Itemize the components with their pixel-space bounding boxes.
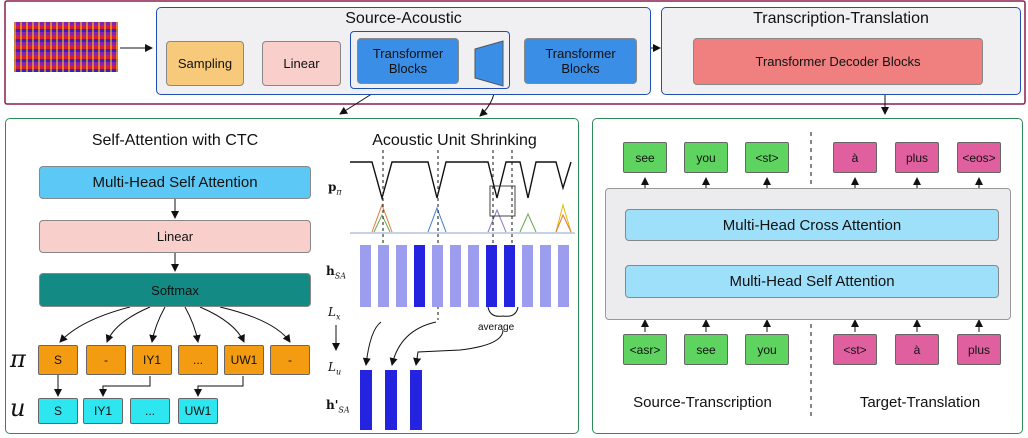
lx-label: Lx [328,305,340,321]
shrunk-bar-1 [360,370,372,430]
in-src-token-1: <asr> [623,334,667,365]
shrunk-bar-3 [410,370,422,430]
in-tgt-token-1: <st> [833,334,877,365]
h-sa-sub: SA [334,271,346,281]
h-prime-main: h' [326,398,339,412]
in-src-token-2: see [684,334,728,365]
u-token-1: S [38,398,78,424]
ctc-linear-block: Linear [39,220,311,253]
hidden-state-bar [468,245,479,307]
spectrogram-image [14,22,118,72]
softmax-block: Softmax [39,273,311,307]
lx-main: L [328,305,336,319]
hidden-state-bar [378,245,389,307]
lx-sub: x [335,312,341,322]
h-prime-sub: SA [338,405,350,415]
pi-token-3: IY1 [132,345,172,375]
transformer-blocks-2: Transformer Blocks [524,38,637,84]
u-token-2: IY1 [83,398,123,424]
lu-main: L [328,360,336,374]
pi-token-1: S [38,345,78,375]
hidden-state-bar [486,245,497,307]
h-prime-label: h'SA [326,398,350,414]
decoder-grey-box [605,188,1011,320]
hidden-state-bar [432,245,443,307]
in-src-token-3: you [745,334,789,365]
out-tgt-token-2: plus [895,142,939,173]
linear-block: Linear [262,41,341,86]
p-pi-main: p [328,180,337,194]
transformer-blocks-1: Transformer Blocks [357,38,459,84]
p-pi-label: pπ [328,180,342,196]
hidden-state-bar [504,245,515,307]
target-translation-label: Target-Translation [859,394,981,411]
transformer-group-outline [350,31,510,89]
pi-symbol: π [10,345,26,373]
u-token-4: UW1 [178,398,218,424]
ctc-shrinking-panel [5,118,579,434]
transformer-decoder-block: Transformer Decoder Blocks [693,38,983,85]
hidden-state-bar [522,245,533,307]
hidden-state-bar [540,245,551,307]
decoder-panel [592,118,1023,434]
out-tgt-token-3: <eos> [957,142,1001,173]
pi-token-5: UW1 [224,345,264,375]
ctc-title: Self-Attention with CTC [91,132,259,149]
hidden-state-bar [396,245,407,307]
out-src-token-1: see [623,142,667,173]
sampling-block: Sampling [166,41,244,86]
average-label: average [478,322,515,333]
outer-frame [4,0,1026,105]
out-src-token-2: you [684,142,728,173]
cross-attention-block: Multi-Head Cross Attention [625,209,999,241]
h-sa-label: hSA [326,264,346,280]
out-tgt-token-1: à [833,142,877,173]
u-token-3: ... [130,398,170,424]
out-src-token-3: <st> [745,142,789,173]
lu-sub: u [335,367,342,377]
pi-token-6: - [270,345,310,375]
transcription-translation-title: Transcription-Translation [753,10,929,27]
u-symbol: u [10,394,26,422]
lu-label: Lu [328,360,341,376]
pi-token-2: - [86,345,126,375]
hidden-state-bar [414,245,425,307]
h-sa-main: h [326,264,335,278]
shrink-title: Acoustic Unit Shrinking [372,132,537,149]
hidden-state-bar [558,245,569,307]
decoder-self-attention-block: Multi-Head Self Attention [625,265,999,298]
p-pi-sub: π [336,187,342,197]
in-tgt-token-3: plus [957,334,1001,365]
ctc-mhsa-block: Multi-Head Self Attention [39,166,311,199]
shrunk-bar-2 [385,370,397,430]
pi-token-4: ... [178,345,218,375]
source-acoustic-title: Source-Acoustic [345,10,462,27]
in-tgt-token-2: à [895,334,939,365]
hidden-state-bar [450,245,461,307]
source-transcription-label: Source-Transcription [633,394,772,411]
hidden-state-bar [360,245,371,307]
